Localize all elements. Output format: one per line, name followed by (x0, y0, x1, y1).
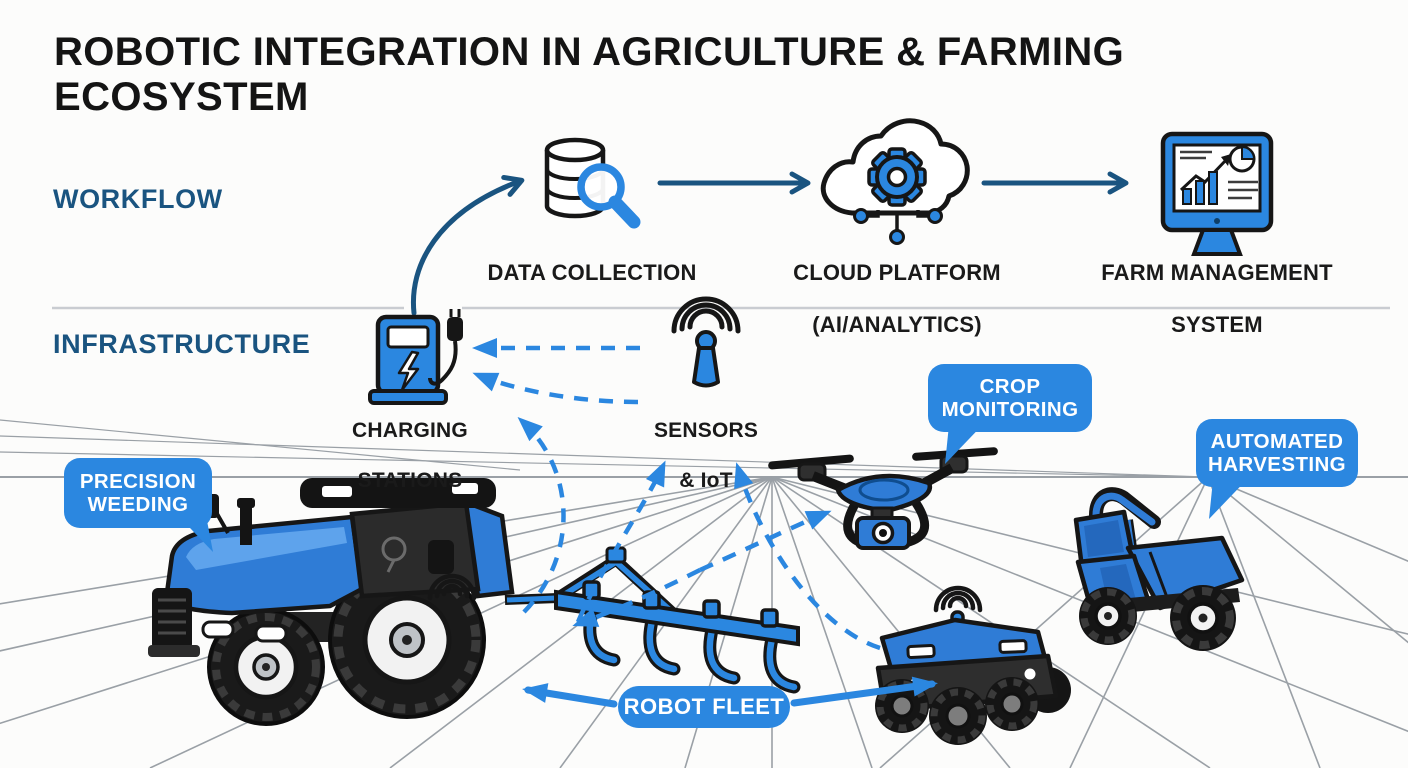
rover-wifi-icon (933, 585, 983, 613)
robot-fleet-arrows (522, 676, 938, 708)
precision-weeding-callout: PRECISION WEEDING (64, 458, 212, 528)
sensors-iot-label: SENSORS & IoT (653, 419, 759, 492)
ev-charging-station-icon (368, 309, 463, 405)
robot-fleet-arrow-left (522, 683, 618, 708)
cloud-ai-gear-icon (820, 118, 970, 245)
data-collection-label: DATA COLLECTION (487, 260, 697, 285)
link-tractor-to-charging (517, 416, 566, 614)
harvester-illustration (1073, 487, 1245, 651)
charger-plug (428, 309, 461, 386)
robot-fleet-arrow-right (790, 676, 938, 707)
cloud-platform-label: CLOUD PLATFORM (AI/ANALYTICS) (793, 260, 1001, 337)
robot-fleet-callout: ROBOT FLEET (618, 686, 790, 728)
infrastructure-section-label: INFRASTRUCTURE (53, 329, 311, 359)
farm-dashboard-monitor-icon (1160, 131, 1274, 256)
workflow-section-label: WORKFLOW (53, 184, 223, 214)
farm-management-label: FARM MANAGEMENT SYSTEM (1101, 260, 1333, 337)
database-search-icon (544, 137, 641, 229)
automated-harvesting-callout: AUTOMATED HARVESTING (1196, 419, 1358, 487)
charging-stations-label: CHARGING STATIONS (352, 419, 468, 492)
dashed-links (472, 338, 881, 651)
link-center-to-drone (699, 510, 832, 573)
rover-illustration (875, 585, 1071, 745)
link-rover-to-sensors (734, 462, 881, 651)
tractor-rear-wheel (328, 561, 486, 719)
arrow-charging-to-data (410, 174, 525, 316)
harvester-wheels (1079, 585, 1236, 651)
workflow-arrows (410, 171, 1129, 316)
link-tractor-to-sensors (575, 460, 666, 623)
link-sensors-to-charging-2 (472, 372, 639, 405)
tractor-wifi-icon (427, 573, 477, 601)
crop-monitoring-callout: CROP MONITORING (928, 364, 1092, 432)
iot-antenna-icon (671, 296, 741, 388)
drone-illustration (768, 447, 998, 550)
rover-wheels (875, 677, 1039, 745)
page-title: ROBOTIC INTEGRATION IN AGRICULTURE & FAR… (54, 30, 1125, 119)
tractor-front-wheel (207, 608, 325, 726)
